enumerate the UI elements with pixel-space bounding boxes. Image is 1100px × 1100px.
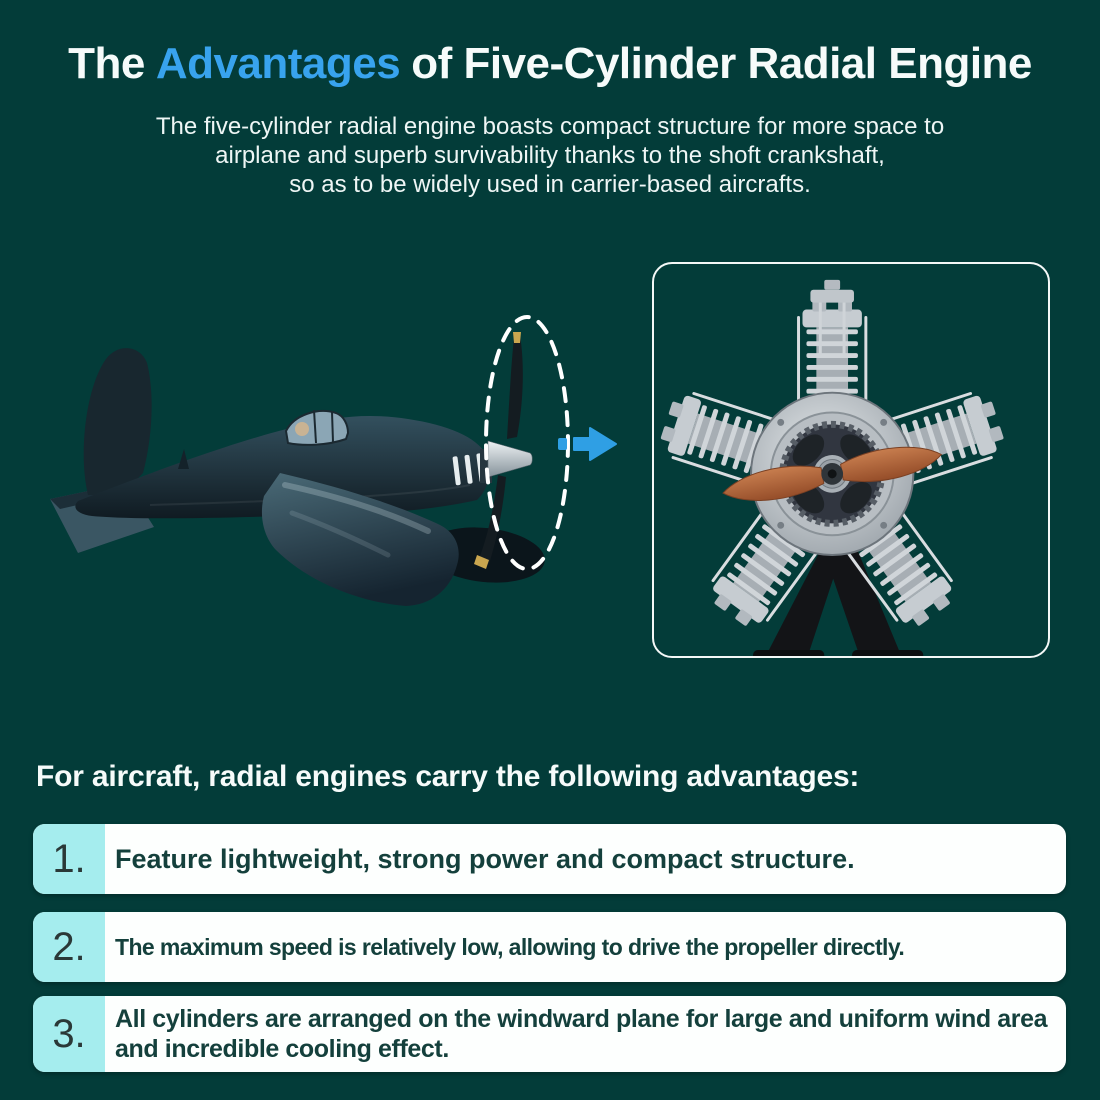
advantage-item-1: 1. Feature lightweight, strong power and… xyxy=(33,824,1066,894)
item-number: 1. xyxy=(52,837,86,881)
advantages-heading: For aircraft, radial engines carry the f… xyxy=(36,760,860,793)
gull-wing xyxy=(261,473,459,606)
engine-frame xyxy=(652,262,1050,658)
cowl-stripes xyxy=(452,453,485,486)
item-text: The maximum speed is relatively low, all… xyxy=(115,933,905,960)
item-text: All cylinders are arranged on the windwa… xyxy=(115,1005,1048,1063)
item-number-tab: 2. xyxy=(33,912,105,982)
pilot xyxy=(295,422,309,436)
item-number: 2. xyxy=(52,925,86,969)
item-number-tab: 3. xyxy=(33,996,105,1072)
title-text-post: of Five-Cylinder Radial Engine xyxy=(411,39,1032,88)
subtitle-line-2: airplane and superb survivability thanks… xyxy=(215,142,885,169)
item-text: Feature lightweight, strong power and co… xyxy=(115,843,855,874)
subtitle-line-3: so as to be widely used in carrier-based… xyxy=(289,171,811,198)
title-highlight: Advantages xyxy=(155,39,401,88)
item-number-tab: 1. xyxy=(33,824,105,894)
subtitle: The five-cylinder radial engine boasts c… xyxy=(0,112,1100,199)
engine-stand xyxy=(753,527,924,656)
corsair-plane-image xyxy=(50,315,570,606)
rocker-tower xyxy=(810,279,854,356)
advantage-item-2: 2. The maximum speed is relatively low, … xyxy=(33,912,1066,982)
engine-propeller xyxy=(722,446,943,501)
right-arrow-icon xyxy=(558,427,617,461)
tail-fin xyxy=(83,348,152,495)
cockpit-canopy xyxy=(284,409,350,446)
radial-engine-image xyxy=(654,279,1010,656)
fuselage xyxy=(75,415,490,519)
title-text-pre: The xyxy=(68,39,145,88)
subtitle-line-1: The five-cylinder radial engine boasts c… xyxy=(155,113,945,140)
propeller-dashed-ellipse-icon xyxy=(484,315,570,571)
radio-mast xyxy=(178,449,189,469)
item-number: 3. xyxy=(52,1012,86,1056)
advantage-item-3: 3. All cylinders are arranged on the win… xyxy=(33,996,1066,1072)
